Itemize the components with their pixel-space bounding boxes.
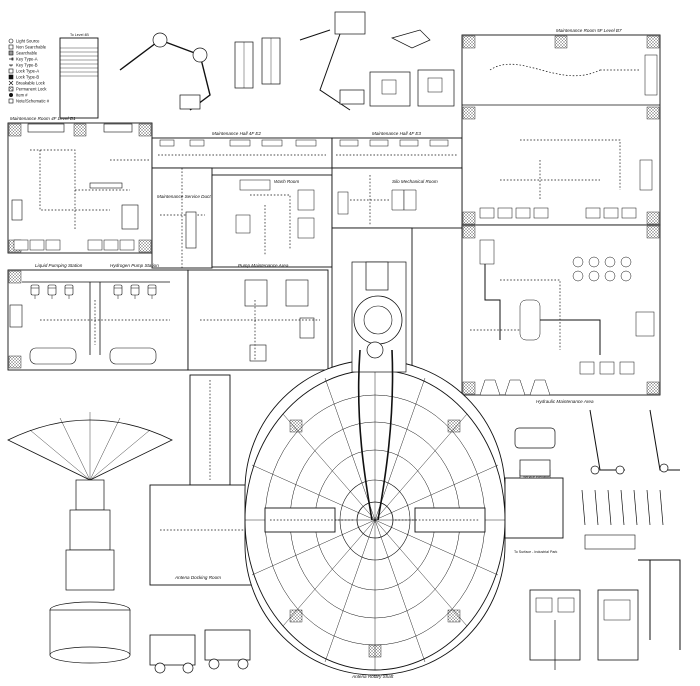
generator-illustration — [149, 629, 251, 674]
item-icon — [9, 93, 13, 97]
room-label: Hydraulic Maintenance Area — [536, 399, 594, 404]
stairwell-to-level-4b: To Level 4B — [59, 33, 99, 119]
key-type-a-icon — [9, 57, 14, 61]
legend-label: Key Type-B — [16, 63, 38, 68]
room-maintenance-4f-b1: Maintenance Room 4F Level B1 — [7, 116, 153, 254]
corridor-maintenance-hall-e2: Maintenance Hall 4F E2 — [151, 131, 333, 169]
lock-type-b-icon — [8, 74, 14, 80]
corridor-label: Maintenance Hall 4F E3 — [372, 131, 421, 136]
room-label: Maintenance Room 4F Level B1 — [10, 116, 76, 121]
room-label: Maintenance Service Duct — [157, 194, 211, 199]
breakable-lock-icon — [8, 80, 14, 86]
legend-label: Item # — [16, 93, 28, 98]
map-legend: Light Source Non Searchable Searchable K… — [8, 38, 50, 104]
corridor-maintenance-hall-e3: Maintenance Hall 4F E3 — [331, 131, 463, 169]
machine-unit-illustration — [369, 69, 455, 107]
room-maintenance-5f-b7: Maintenance Room 5F Level B7 — [461, 28, 661, 226]
cabinet-illustration — [234, 37, 281, 89]
room-label: Wash Room — [274, 179, 299, 184]
antenna-rotary-shaft: Antena Rotary Shaft — [244, 359, 506, 679]
corridor-to-surface: Service Elevator To Surface - Industrial… — [504, 469, 564, 554]
legend-label: Lock Type-A — [16, 69, 39, 74]
hand-truck-illustration — [589, 409, 680, 475]
tool-set-illustration — [581, 489, 664, 550]
room-wash-room: Wash Room — [211, 174, 333, 268]
stairs-label: To Level 4B — [70, 33, 89, 37]
room-label: Antena Rotary Shaft — [351, 674, 394, 679]
corridor-label: Maintenance Hall 4F E2 — [212, 131, 261, 136]
legend-item: Item # — [9, 93, 28, 98]
legend-label: Light Source — [16, 39, 40, 44]
hook-illustration — [391, 29, 431, 49]
legend-item: Light Source — [8, 38, 40, 44]
room-hydraulic-maintenance-area: Hydraulic Maintenance Area — [461, 224, 661, 404]
room-maintenance-service-duct: Maintenance Service Duct — [151, 167, 213, 269]
legend-label: Lock Type-B — [16, 75, 39, 80]
lock-type-a-icon — [8, 68, 14, 74]
legend-item: Permanent Lock — [8, 86, 47, 92]
room-label: Antena Docking Room — [174, 575, 221, 580]
engine-illustration — [514, 427, 556, 477]
note-schematic-icon — [8, 98, 14, 104]
legend-item: Searchable — [8, 50, 38, 56]
legend-item: Breakable Lock — [8, 80, 46, 86]
room-label: To Surface - Industrial Park — [514, 550, 558, 554]
legend-item: Lock Type-B — [8, 74, 39, 80]
key-type-b-icon — [9, 64, 13, 67]
robot-arm-illustration — [119, 32, 211, 111]
room-pump-maintenance-area: Pump Maintenance Area — [187, 263, 329, 371]
legend-item: Lock Type-A — [8, 68, 39, 74]
room-label: Hydrogen Pump Station — [110, 263, 159, 268]
legend-label: Non Searchable — [16, 45, 47, 50]
room-silo-mechanical: Silo Mechanical Room — [331, 167, 463, 229]
legend-label: Key Type-A — [16, 57, 38, 62]
light-source-icon — [8, 38, 14, 44]
legend-item: Note/Schematic # — [8, 98, 50, 104]
non-searchable-icon — [8, 44, 14, 50]
control-panel-illustration — [529, 589, 581, 670]
hydraulic-lift-illustration — [597, 559, 681, 661]
room-label: Silo Mechanical Room — [392, 179, 438, 184]
room-label: Pump Maintenance Area — [238, 263, 289, 268]
permanent-lock-icon — [8, 86, 14, 92]
legend-item: Key Type-B — [9, 63, 38, 68]
legend-item: Non Searchable — [8, 44, 47, 50]
legend-label: Breakable Lock — [16, 81, 46, 86]
legend-label: Permanent Lock — [16, 87, 47, 92]
room-label: Maintenance Room 5F Level B7 — [556, 28, 622, 33]
room-label: Liquid Pumping Station — [35, 263, 83, 268]
winch-illustration — [299, 11, 366, 111]
room-label: Service Elevator — [523, 475, 550, 479]
legend-label: Note/Schematic # — [16, 99, 50, 104]
searchable-icon — [8, 50, 14, 56]
room-liquid-pumping-station: Liquid Pumping Station Hydrogen Pump Sta… — [7, 263, 189, 371]
antenna-drive-mechanism — [351, 261, 407, 521]
radar-dish-illustration — [7, 412, 173, 664]
legend-item: Key Type-A — [9, 57, 38, 62]
legend-label: Searchable — [16, 51, 38, 56]
